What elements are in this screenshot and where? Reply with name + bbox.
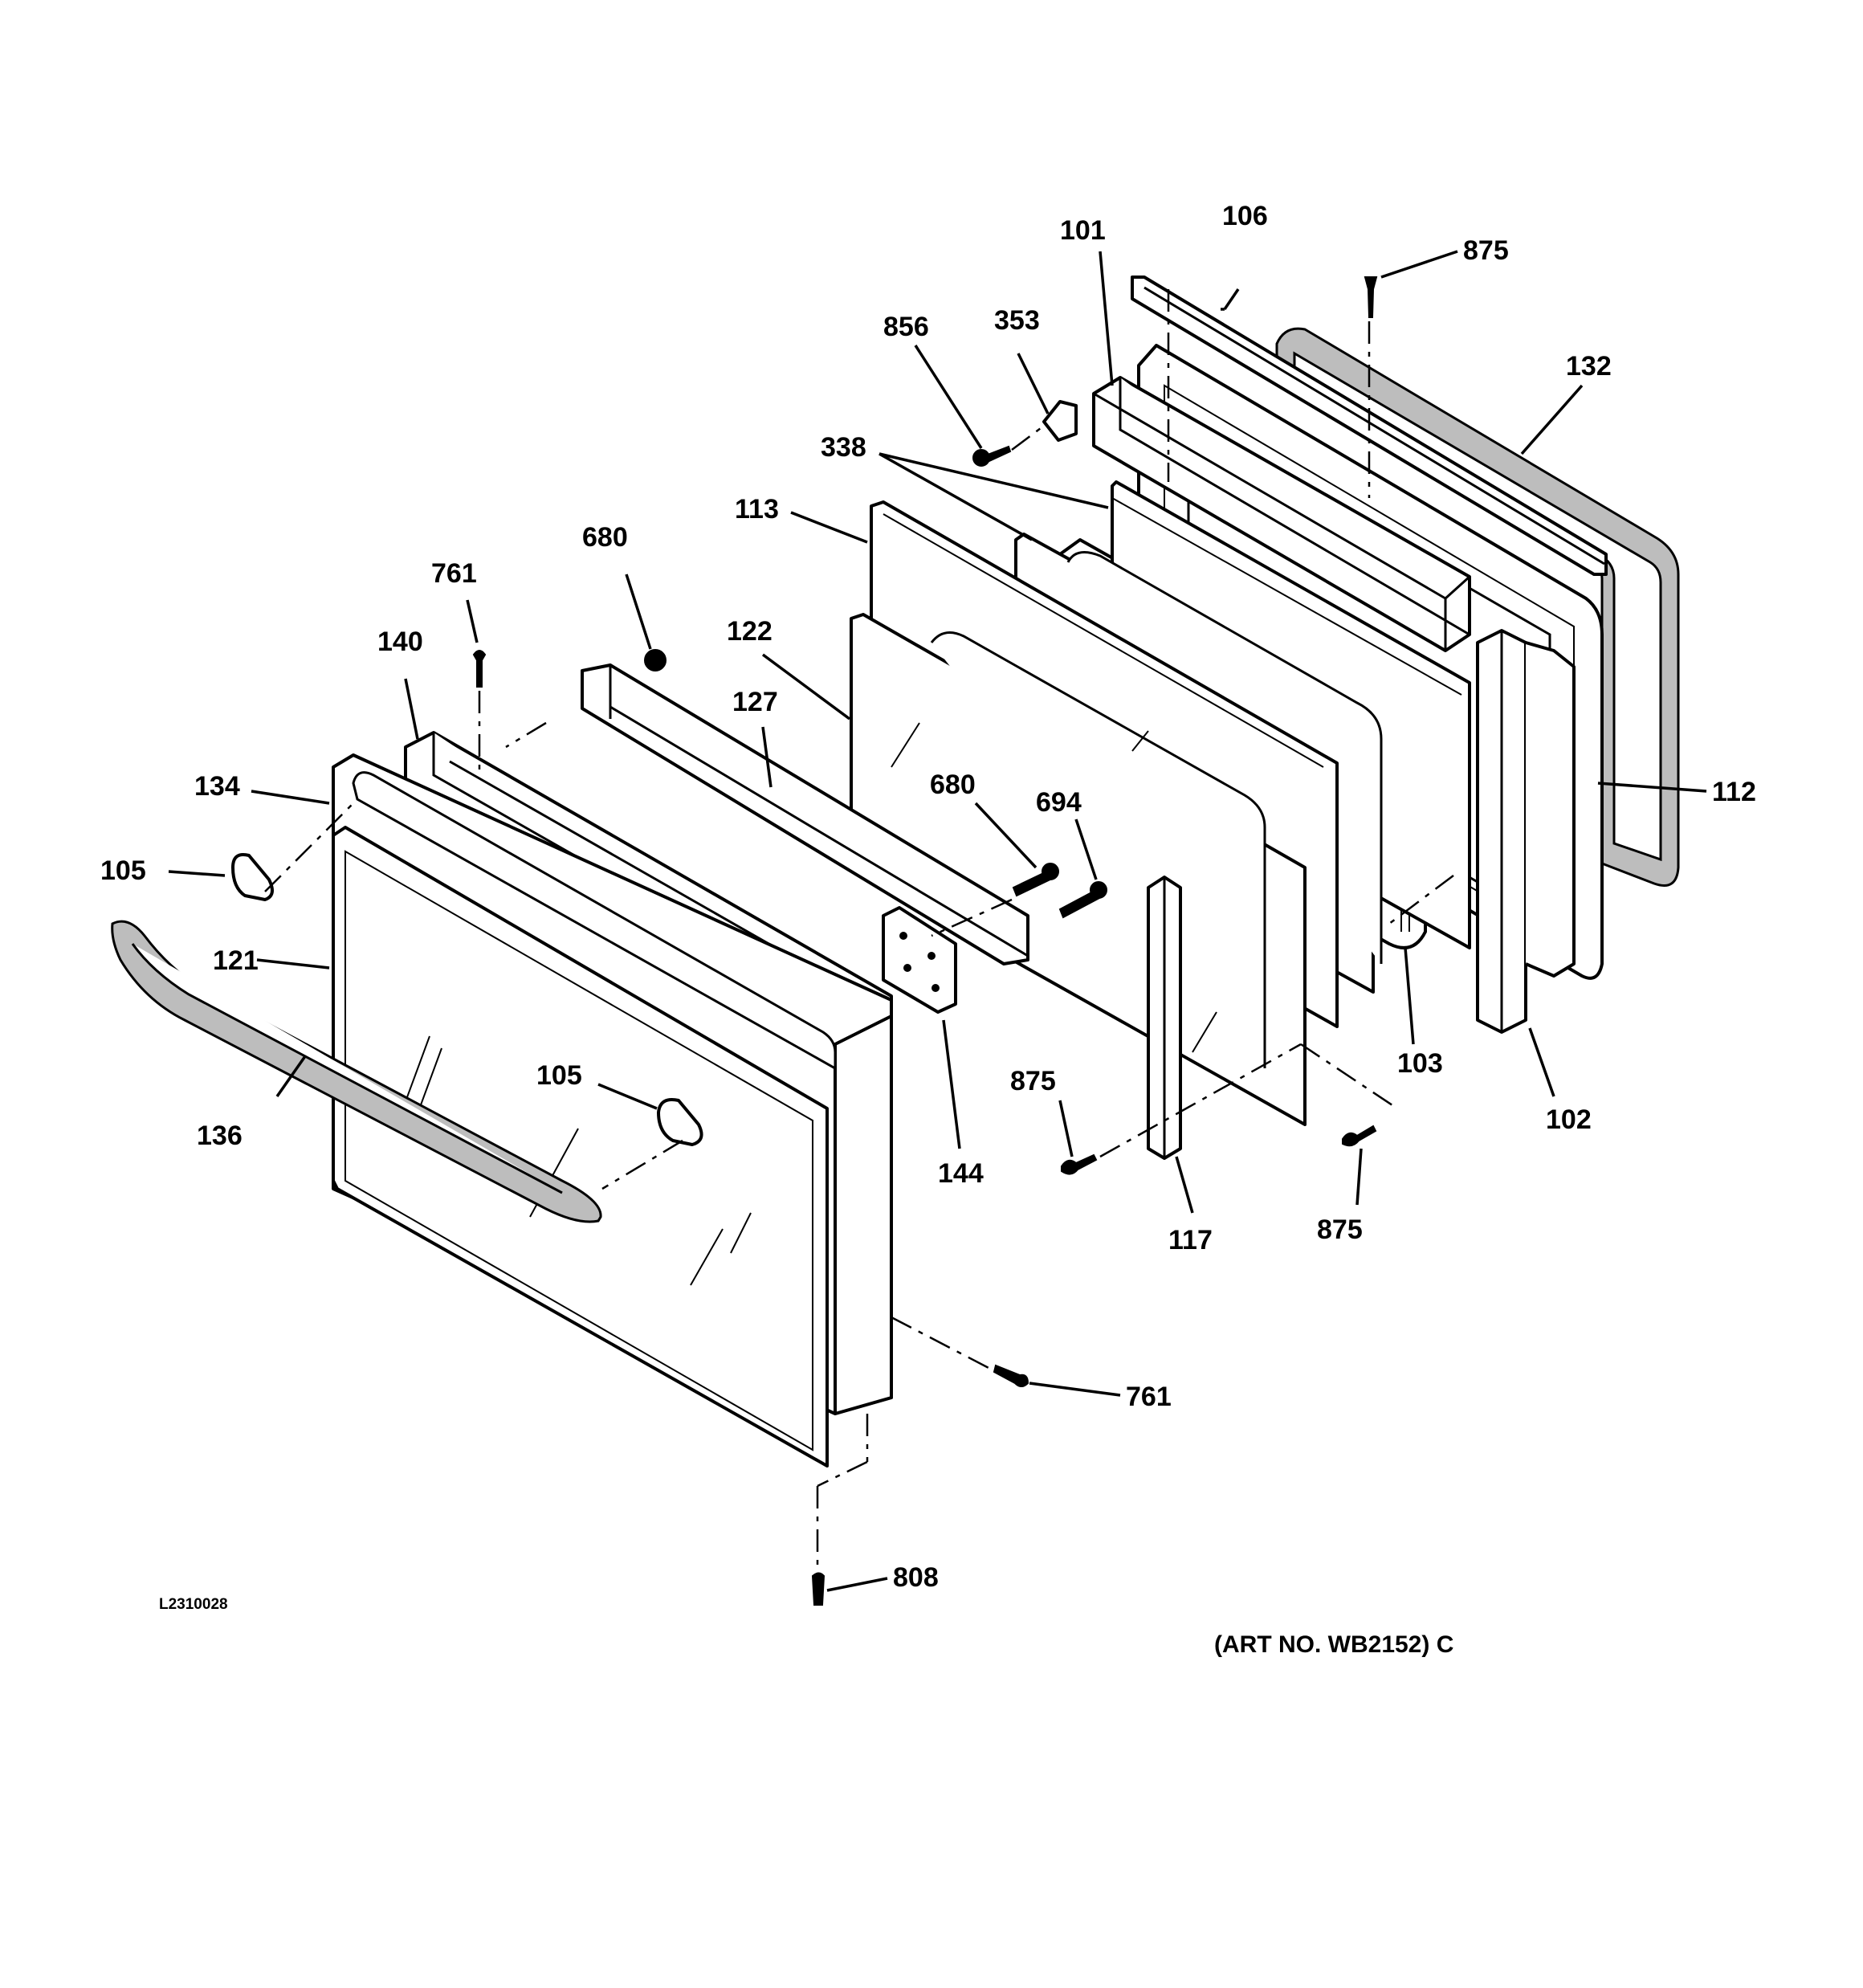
callout-105-handle: 105 [536,1060,582,1091]
callout-808: 808 [893,1562,939,1593]
leader-lines [168,250,1707,1592]
callout-103: 103 [1397,1048,1443,1079]
screw-761-bottom [993,1364,1029,1387]
callout-136: 136 [197,1121,243,1151]
callout-121: 121 [213,945,259,976]
callout-353: 353 [994,305,1040,336]
callout-856: 856 [883,312,929,342]
screw-680-mid [1012,863,1059,897]
screw-875-mid [1061,1153,1098,1175]
screw-680-top [644,649,667,672]
part-105-handle-mount-left [231,853,274,901]
callout-127: 127 [732,687,778,717]
diagram-code: L2310028 [159,1596,228,1613]
callout-labels: 106 101 875 856 353 132 338 113 680 761 … [100,201,1756,1593]
screw-761-top [472,650,487,688]
part-117-hinge-channel [1147,876,1182,1160]
callout-101: 101 [1060,215,1106,246]
callout-875-top: 875 [1463,235,1509,266]
callout-694: 694 [1036,787,1082,818]
callout-680-mid: 680 [930,769,976,800]
callout-761-bottom: 761 [1126,1382,1172,1412]
callout-132: 132 [1566,351,1612,382]
callout-113: 113 [735,494,779,525]
screw-694 [1058,881,1107,919]
callout-112: 112 [1712,777,1756,807]
screw-808 [811,1572,826,1606]
assembly-lines [264,289,1454,1570]
bracket-353 [1042,400,1078,442]
screw-856 [972,445,1012,467]
callout-761-top: 761 [431,558,477,589]
callout-122: 122 [727,616,773,647]
screw-875-bottom [1342,1125,1377,1147]
part-136-door-handle [111,920,602,1223]
part-101-vent-duct [1092,376,1471,652]
callout-875-mid: 875 [1010,1066,1056,1096]
art-number: (ART NO. WB2152) C [1214,1631,1453,1658]
callout-680-top: 680 [582,522,628,553]
callout-140: 140 [377,627,423,657]
part-127-bracket-bar [581,663,1029,965]
part-144-hinge-plate [882,906,957,1014]
callout-117: 117 [1168,1225,1213,1255]
part-102-side-channel [1476,629,1576,1034]
screw-875-top [1364,276,1378,318]
callout-875-bottom: 875 [1317,1214,1363,1245]
callout-102: 102 [1546,1104,1592,1135]
callout-338: 338 [821,432,866,463]
part-105-handle-mount-right [657,1098,703,1146]
part-121-outer-glass [332,826,829,1468]
callout-106: 106 [1222,201,1268,231]
callout-134: 134 [194,771,240,802]
callout-105-left: 105 [100,855,146,886]
callout-144: 144 [938,1158,984,1189]
